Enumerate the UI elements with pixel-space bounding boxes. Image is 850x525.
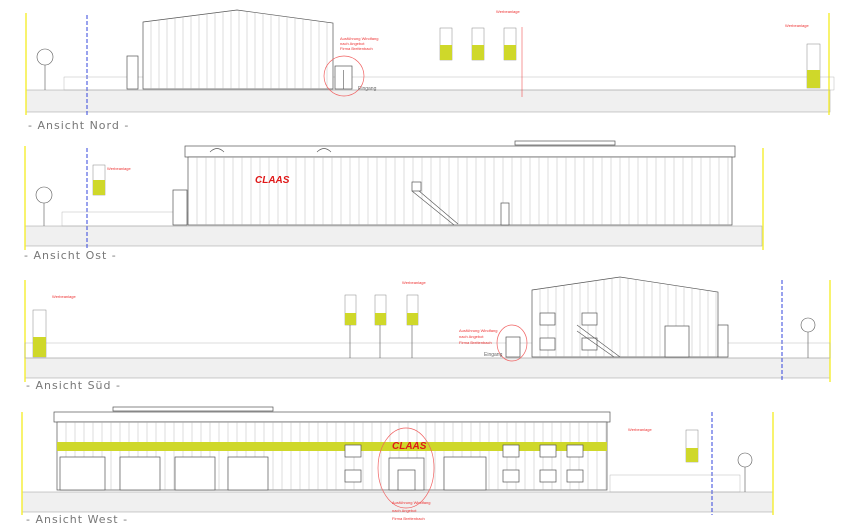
entrance-label: Eingang	[484, 352, 503, 358]
cladding-lines	[196, 157, 729, 225]
gate	[664, 325, 690, 358]
view-title: - Ansicht Nord -	[28, 119, 129, 132]
windfang-marker	[323, 55, 365, 97]
note-line: Firma Breitenbach	[459, 340, 492, 345]
view-title: - Ansicht Süd -	[26, 379, 121, 392]
garage-gate	[443, 456, 487, 491]
exterior-stair	[411, 181, 459, 226]
sign-label: Werbeanlage	[496, 9, 520, 14]
building-facade	[187, 156, 733, 226]
view-title: - Ansicht West -	[26, 513, 128, 525]
ground-band	[24, 357, 831, 379]
door	[500, 202, 510, 226]
view-title: - Ansicht Ost -	[24, 249, 117, 262]
brand-logo: CLAAS	[392, 441, 427, 452]
sign-label: Werbeanlage	[402, 280, 426, 285]
windfang-marker	[496, 324, 528, 362]
tree-icon	[737, 452, 753, 492]
note-line: nach Angebot	[392, 508, 417, 513]
parapet	[184, 145, 736, 158]
note-line: nach Angebot	[459, 334, 484, 339]
sign-label: Werbeanlage	[107, 166, 131, 171]
annex	[126, 55, 139, 90]
window	[344, 469, 362, 483]
note-line: Firma Breitenbach	[392, 516, 425, 521]
garage-gate	[227, 456, 269, 491]
fence	[63, 76, 835, 91]
elevation-nord: Eingang Ausführung Windfang nach Angebot…	[25, 9, 835, 132]
elevation-west: CLAAS Ausführung Windfang nach Angebot F…	[21, 406, 774, 525]
window	[502, 444, 520, 458]
tree-icon	[800, 317, 816, 358]
accent-band	[57, 442, 607, 451]
tree-icon	[35, 186, 53, 226]
window	[566, 469, 584, 483]
gates	[59, 444, 584, 491]
elevation-ost: CLAAS Werbeanlage - Ansicht Ost -	[24, 140, 764, 262]
entrance-door	[397, 469, 416, 491]
entrance-label: Eingang	[358, 86, 377, 92]
building-facade	[142, 9, 334, 90]
window	[539, 469, 557, 483]
advertising-signs: Werbeanlage	[344, 280, 426, 358]
entrance-door	[505, 336, 521, 358]
window	[502, 469, 520, 483]
window	[566, 444, 584, 458]
annex	[172, 189, 188, 226]
garage-gate	[174, 456, 216, 491]
garage-gate	[59, 456, 106, 491]
note-line: Ausführung Windfang	[340, 36, 378, 41]
sign-label: Werbeanlage	[628, 427, 652, 432]
window	[539, 444, 557, 458]
parapet	[53, 411, 611, 423]
note-line: nach Angebot	[340, 41, 365, 46]
ground-band	[24, 225, 763, 247]
elevation-sued: Werbeanlage Werbeanlage Ausführung Windf…	[24, 276, 831, 392]
brand-logo: CLAAS	[255, 175, 290, 186]
advertising-signs: Werbeanlage Werbeanlage	[439, 9, 821, 97]
cladding-lines	[150, 10, 328, 89]
windfang-marker	[377, 427, 435, 509]
sign-label: Werbeanlage	[52, 294, 76, 299]
sign-label: Werbeanlage	[785, 23, 809, 28]
window	[344, 444, 362, 458]
note-line: Ausführung Windfang	[459, 328, 497, 333]
tree-icon	[36, 48, 54, 90]
building-facade	[531, 276, 719, 358]
note-line: Ausführung Windfang	[392, 500, 430, 505]
ground-band	[25, 89, 831, 113]
garage-gate	[119, 456, 161, 491]
note-line: Firma Breitenbach	[340, 46, 373, 51]
